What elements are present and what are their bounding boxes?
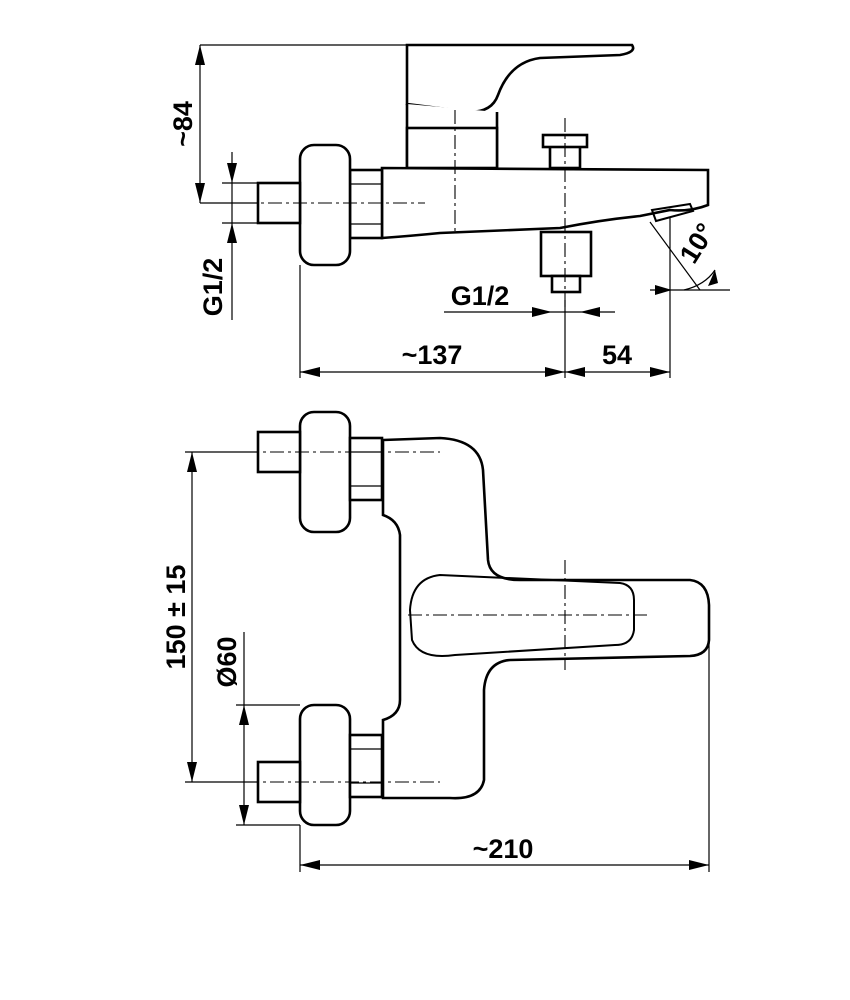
top-view: 150 ± 15 Ø60 ~210 [161,410,711,872]
side-hex-nut [348,168,384,240]
dim-width-210: ~210 [473,834,534,864]
side-outlet-thread [550,274,582,294]
side-view: ~84 G1/2 G1/2 10° ~137 54 [168,43,730,378]
dim-thread-left: G1/2 [198,258,228,317]
side-spout-tip [650,202,695,223]
side-outlet-nut [539,230,593,278]
top-hex-nut-upper [348,436,384,502]
dim-height-84: ~84 [168,101,198,147]
dim-angle-10: 10° [674,218,721,269]
top-rosette-lower [298,703,352,827]
side-cartridge-box [405,126,499,170]
dim-center-distance: 150 ± 15 [161,565,191,670]
dim-diameter-60: Ø60 [212,636,242,687]
dim-length-54: 54 [602,340,632,370]
top-hex-nut-lower [348,733,384,799]
top-lever [408,573,635,657]
side-rosette [298,143,352,267]
top-body [381,436,711,800]
side-body [380,166,710,240]
side-lever [405,43,635,114]
top-rosette-upper [298,410,352,534]
dim-thread-spout: G1/2 [451,281,510,311]
dim-length-137: ~137 [402,340,463,370]
